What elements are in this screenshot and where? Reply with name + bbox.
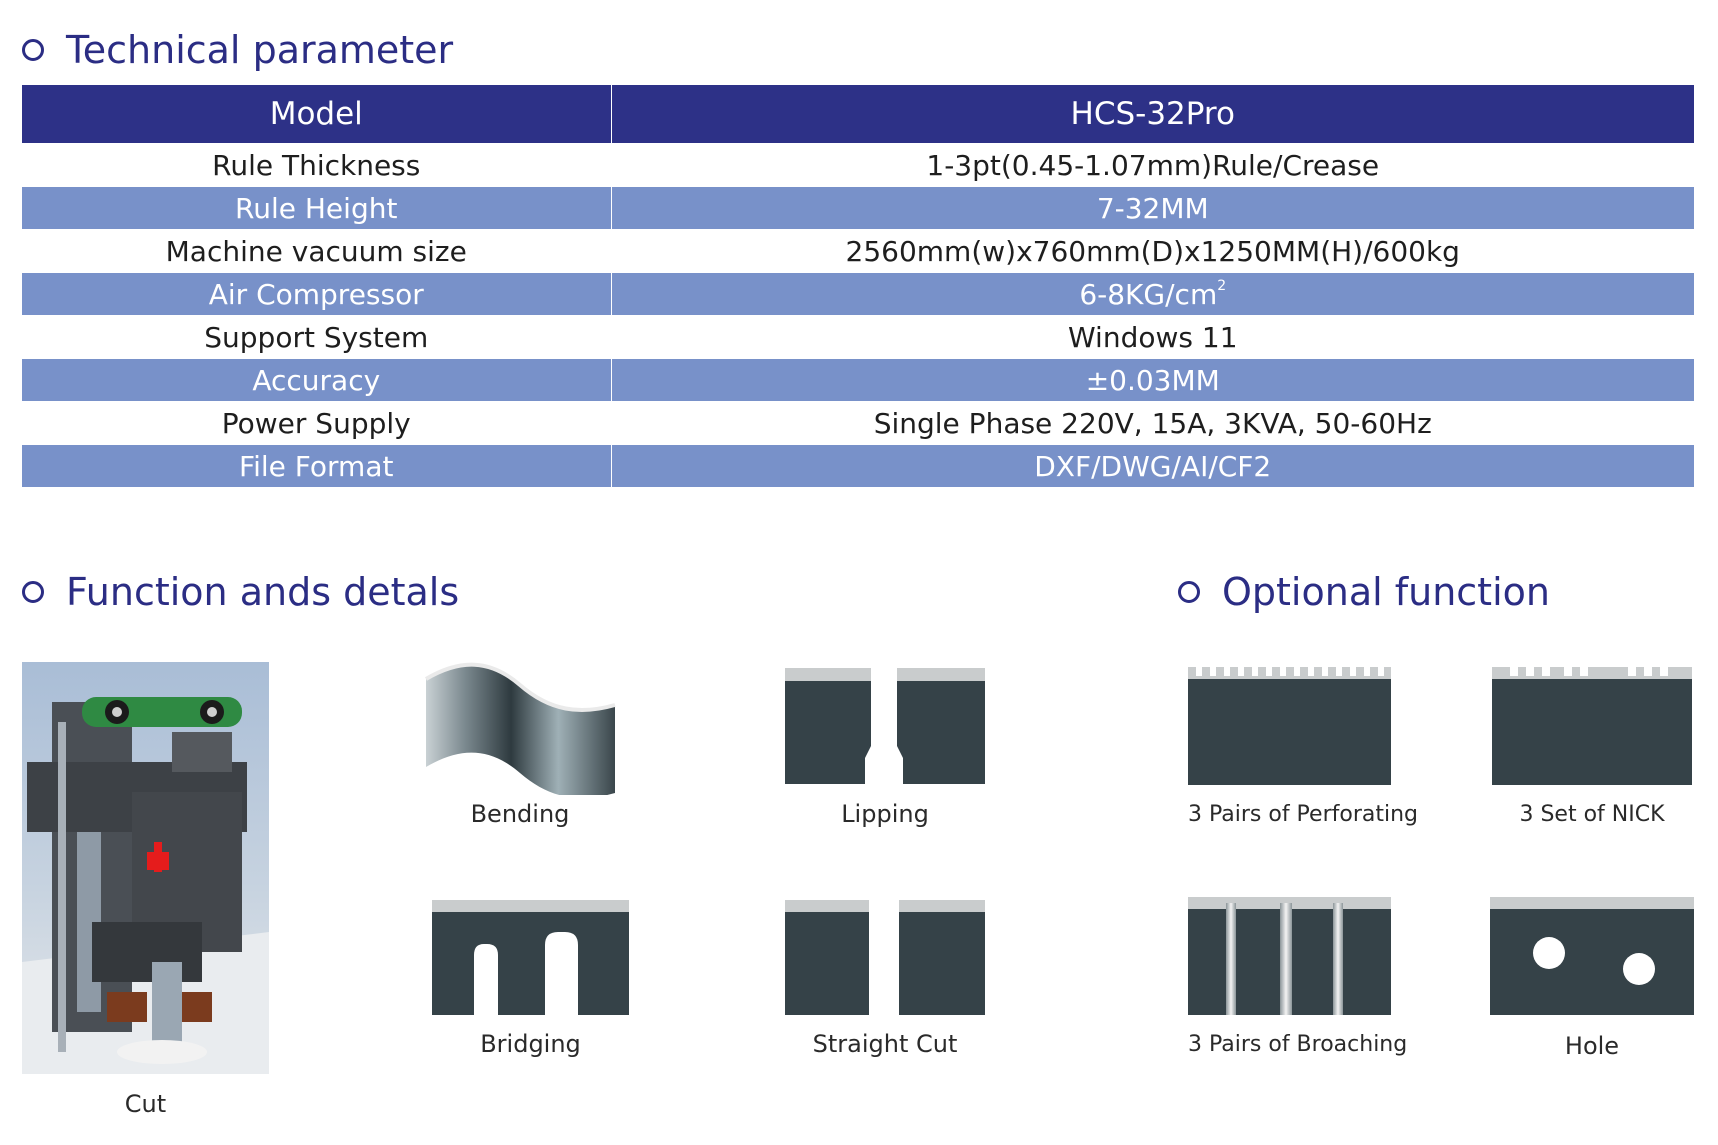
- nick-blade-image: [1492, 667, 1692, 785]
- spec-row: Rule Thickness 1-3pt(0.45-1.07mm)Rule/Cr…: [22, 143, 1694, 187]
- nick-caption: 3 Set of NICK: [1519, 802, 1665, 827]
- spec-value: 7-32MM: [611, 186, 1694, 230]
- straight-cut-blade-image: [785, 900, 985, 1015]
- technical-parameter-heading: Technical parameter: [22, 28, 453, 72]
- broaching-item: 3 Pairs of Broaching: [1188, 897, 1408, 1072]
- spec-value: DXF/DWG/AI/CF2: [611, 444, 1694, 487]
- hole-caption: Hole: [1564, 1032, 1620, 1060]
- lipping-item: Lipping: [785, 668, 985, 838]
- spec-row: Support System Windows 11: [22, 315, 1694, 359]
- spec-row: Machine vacuum size 2560mm(w)x760mm(D)x1…: [22, 229, 1694, 273]
- broaching-blade-image: [1188, 897, 1391, 1015]
- spec-row: Accuracy ±0.03MM: [22, 358, 1694, 402]
- optional-function-heading: Optional function: [1178, 570, 1550, 614]
- spec-value: 1-3pt(0.45-1.07mm)Rule/Crease: [611, 143, 1694, 187]
- spec-value: 2560mm(w)x760mm(D)x1250MM(H)/600kg: [611, 229, 1694, 273]
- cut-item: Cut: [22, 662, 269, 1122]
- bridging-blade-image: [432, 900, 629, 1015]
- spec-row: Power Supply Single Phase 220V, 15A, 3KV…: [22, 401, 1694, 445]
- bridging-caption: Bridging: [480, 1030, 581, 1058]
- spec-label: Air Compressor: [22, 272, 612, 316]
- spec-value: ±0.03MM: [611, 358, 1694, 402]
- spec-label: Machine vacuum size: [22, 229, 612, 273]
- function-details-title: Function ands detals: [66, 570, 460, 614]
- bending-item: Bending: [420, 655, 620, 835]
- spec-label: Power Supply: [22, 401, 612, 445]
- function-details-heading: Function ands detals: [22, 570, 459, 614]
- spec-label: Accuracy: [22, 358, 612, 402]
- circle-bullet-icon: [1178, 581, 1200, 603]
- optional-function-title: Optional function: [1222, 570, 1550, 614]
- superscript: 2: [1217, 277, 1227, 294]
- bending-caption: Bending: [470, 800, 570, 828]
- spec-value: 6-8KG/cm2: [611, 272, 1694, 316]
- spec-header-row: Model HCS-32Pro: [22, 85, 1694, 144]
- bridging-item: Bridging: [432, 900, 629, 1070]
- lipping-caption: Lipping: [841, 800, 929, 828]
- technical-parameter-title: Technical parameter: [66, 28, 454, 72]
- straight-cut-caption: Straight Cut: [812, 1030, 958, 1058]
- cut-machine-image: [22, 662, 269, 1074]
- spec-row: Air Compressor 6-8KG/cm2: [22, 272, 1694, 316]
- spec-table: Model HCS-32Pro Rule Thickness 1-3pt(0.4…: [22, 85, 1694, 487]
- cut-caption: Cut: [124, 1090, 167, 1118]
- perforating-item: 3 Pairs of Perforating: [1188, 667, 1419, 842]
- spec-value-text: 6-8KG/cm: [1079, 277, 1218, 311]
- spec-label: Support System: [22, 315, 612, 359]
- broaching-caption: 3 Pairs of Broaching: [1188, 1032, 1408, 1057]
- bending-blade-image: [424, 662, 616, 799]
- spec-label: File Format: [22, 444, 612, 487]
- spec-value: Windows 11: [611, 315, 1694, 359]
- circle-bullet-icon: [22, 581, 44, 603]
- perforating-caption: 3 Pairs of Perforating: [1188, 802, 1419, 827]
- hole-item: Hole: [1490, 897, 1694, 1072]
- spec-value: Single Phase 220V, 15A, 3KVA, 50-60Hz: [611, 401, 1694, 445]
- spec-label: Rule Thickness: [22, 143, 612, 187]
- spec-label: Rule Height: [22, 186, 612, 230]
- lipping-blade-image: [785, 668, 985, 784]
- spec-row: Rule Height 7-32MM: [22, 186, 1694, 230]
- spec-row: File Format DXF/DWG/AI/CF2: [22, 444, 1694, 487]
- perforating-blade-image: [1188, 667, 1391, 785]
- nick-item: 3 Set of NICK: [1492, 667, 1692, 842]
- model-label: Model: [22, 85, 612, 144]
- model-value: HCS-32Pro: [611, 85, 1694, 144]
- straight-cut-item: Straight Cut: [785, 900, 985, 1070]
- hole-blade-image: [1490, 897, 1694, 1015]
- circle-bullet-icon: [22, 39, 44, 61]
